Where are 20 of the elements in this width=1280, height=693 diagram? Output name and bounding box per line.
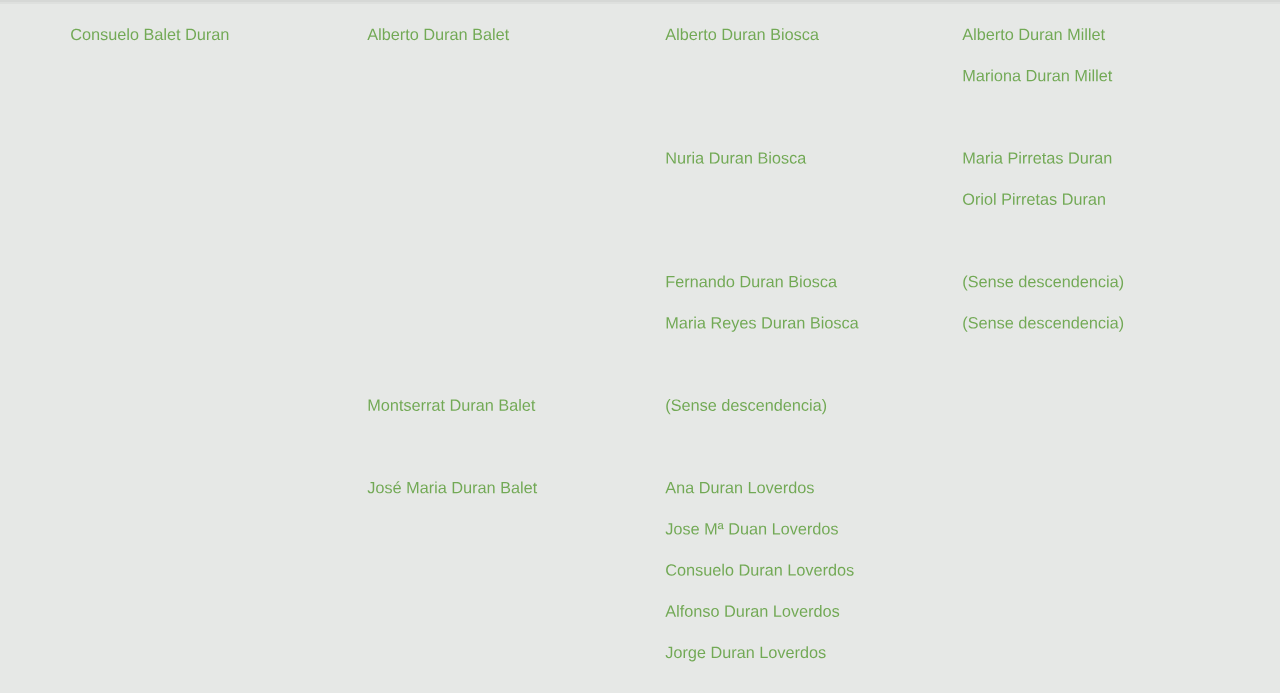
person-name: Nuria Duran Biosca [666, 151, 807, 164]
note-text: (Sense descendencia) [963, 316, 1124, 332]
person-name: Alberto Duran Biosca [665, 28, 819, 41]
note-text: (Sense descendencia) [666, 399, 827, 415]
person-name: Alfonso Duran Loverdos [665, 605, 840, 617]
person-name: Montserrat Duran Balet [368, 399, 536, 411]
person-name: Jose Mª Duan Loverdos [665, 522, 838, 535]
person-name: José Maria Duran Balet [367, 481, 538, 494]
person-name: Maria Pirretas Duran [963, 151, 1112, 164]
person-name: Oriol Pirretas Duran [963, 193, 1105, 205]
person-name: Alberto Duran Millet [962, 28, 1105, 41]
note-text: (Sense descendencia) [963, 275, 1124, 291]
person-name: Ana Duran Loverdos [665, 481, 814, 494]
person-name: Maria Reyes Duran Biosca [666, 316, 859, 332]
person-name: Consuelo Duran Loverdos [666, 563, 854, 576]
person-name: Mariona Duran Millet [963, 69, 1113, 82]
person-name: Consuelo Balet Duran [71, 28, 229, 41]
person-name: Jorge Duran Loverdos [665, 646, 826, 662]
person-name: Alberto Duran Balet [367, 28, 510, 41]
person-name: Fernando Duran Biosca [666, 275, 838, 288]
